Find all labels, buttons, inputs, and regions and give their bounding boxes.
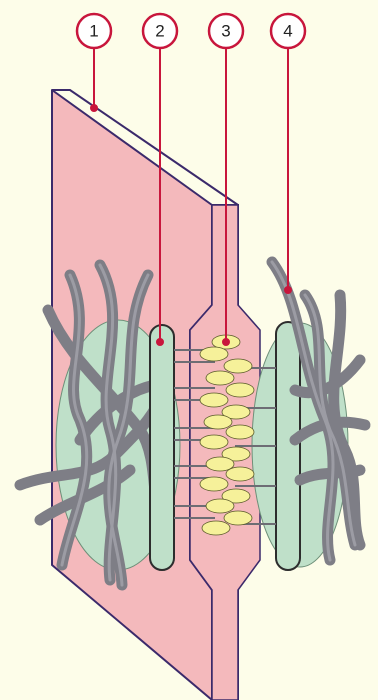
right-dense-plaque <box>276 322 300 570</box>
callout-3: 3 <box>209 14 243 48</box>
callout-1-number: 1 <box>89 22 98 41</box>
callout-3-number: 3 <box>221 22 230 41</box>
callout-4-number: 4 <box>283 22 292 41</box>
callout-2: 2 <box>143 14 177 48</box>
callout-1: 1 <box>77 14 111 48</box>
callout-2-number: 2 <box>155 22 164 41</box>
left-dense-plaque <box>150 325 174 570</box>
callout-4: 4 <box>271 14 305 48</box>
